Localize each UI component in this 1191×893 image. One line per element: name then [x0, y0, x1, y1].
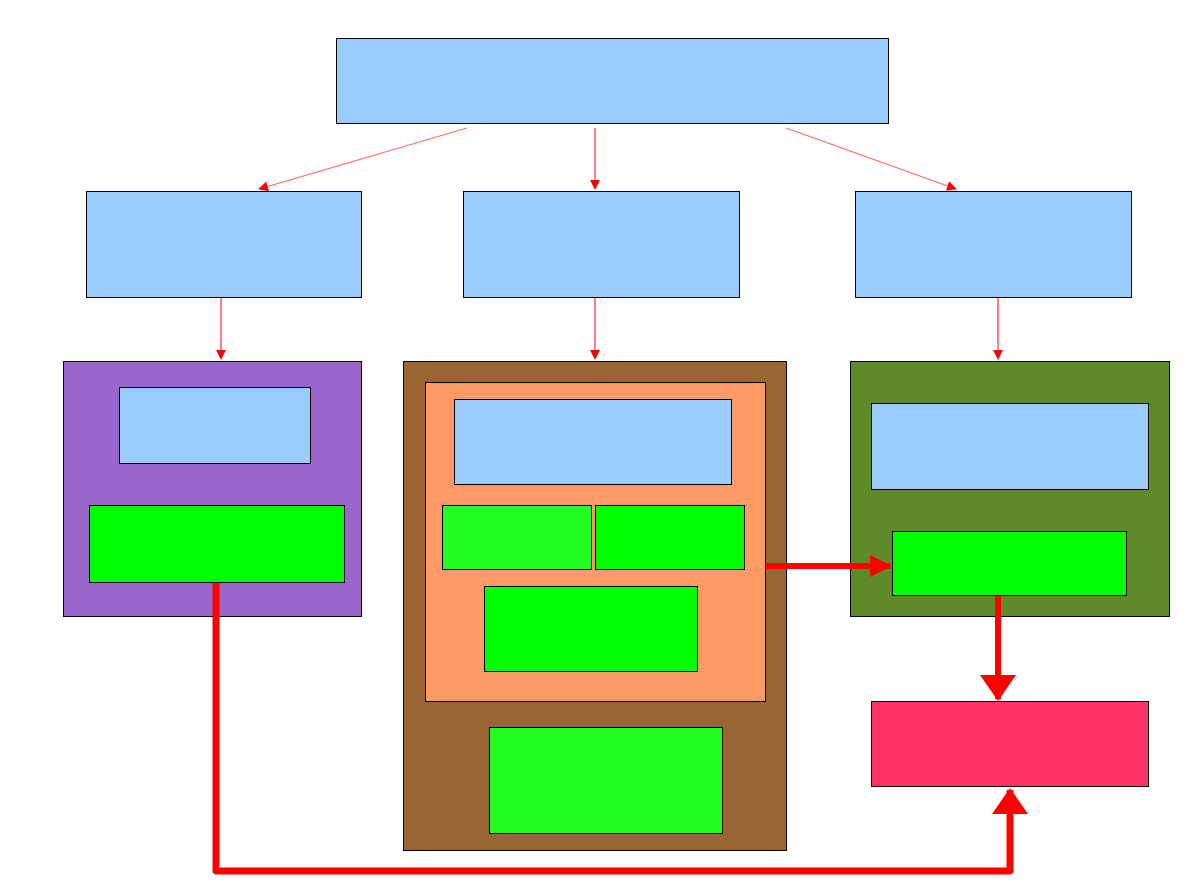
- left-group-green-box[interactable]: [89, 505, 345, 583]
- center-inner-green-b-box[interactable]: [595, 505, 745, 570]
- center-inner-green-a-box[interactable]: [442, 505, 592, 570]
- left-group-blue-box[interactable]: [119, 387, 311, 464]
- center-inner-green-c-box[interactable]: [484, 586, 698, 672]
- edge-top-to-right-mid: [785, 127, 957, 191]
- edge-top-to-left-mid: [258, 127, 468, 192]
- center-bottom-green-box[interactable]: [489, 727, 723, 834]
- top-box[interactable]: [336, 38, 889, 124]
- center-inner-blue-box[interactable]: [454, 399, 732, 485]
- left-mid-box[interactable]: [86, 191, 362, 298]
- right-group-green-box[interactable]: [892, 531, 1127, 596]
- center-mid-box[interactable]: [463, 191, 740, 298]
- right-mid-box[interactable]: [855, 191, 1132, 298]
- output-pink-box[interactable]: [871, 701, 1149, 787]
- right-group-blue-box[interactable]: [871, 403, 1149, 490]
